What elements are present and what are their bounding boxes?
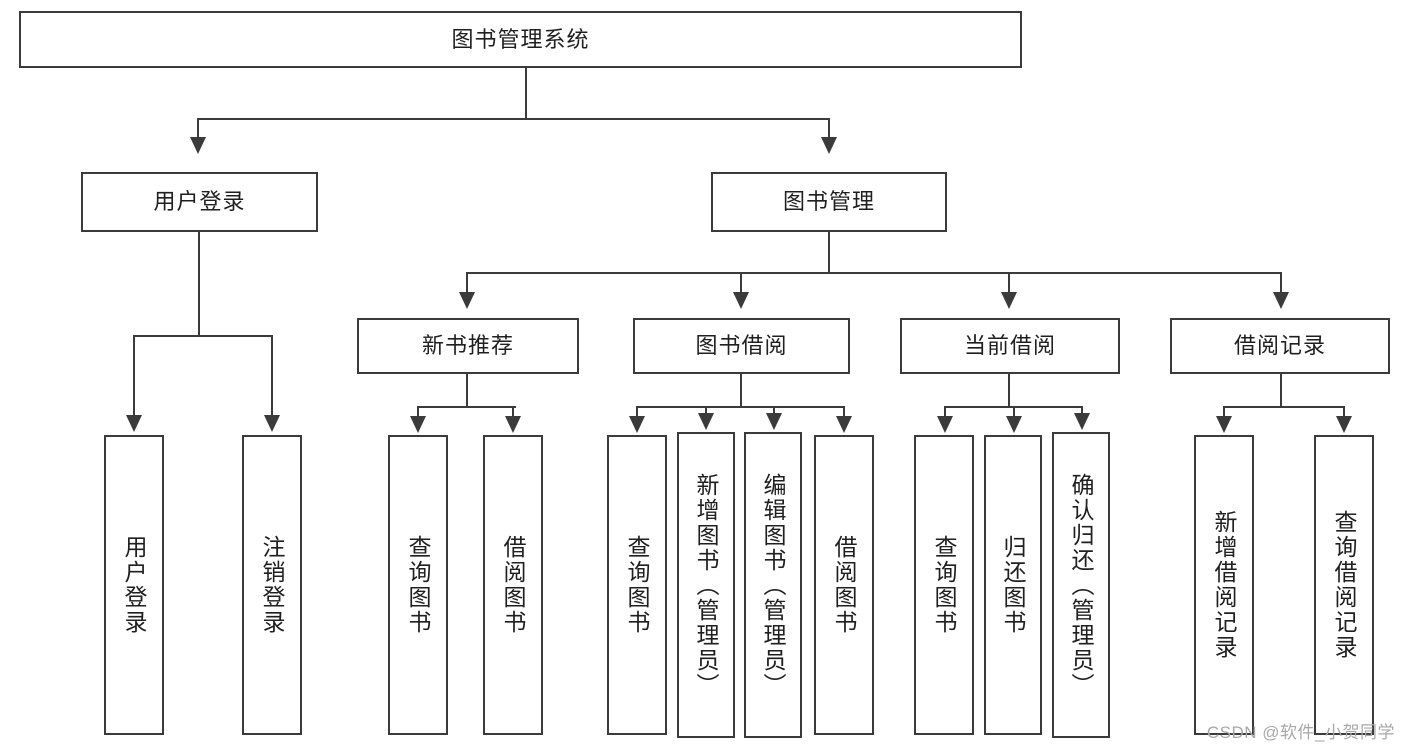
- node-label: 注销登录: [259, 535, 286, 635]
- node-label: 编辑图书（管理员）: [760, 472, 787, 698]
- node-leaf-query-book-current[interactable]: 查询图书: [914, 435, 974, 735]
- node-label: 查询图书: [405, 535, 432, 635]
- connector-bm-to-new-books: [466, 272, 468, 294]
- node-book-borrow[interactable]: 图书借阅: [633, 318, 850, 374]
- connector-root-to-book-management: [828, 118, 830, 139]
- node-label: 查询图书: [931, 535, 958, 635]
- connector-records-stem: [1280, 374, 1282, 408]
- connector-borrow-c4: [843, 406, 845, 418]
- node-label: 查询借阅记录: [1331, 510, 1358, 660]
- node-borrow-records[interactable]: 借阅记录: [1170, 318, 1390, 374]
- node-leaf-confirm-return-admin[interactable]: 确认归还（管理员）: [1052, 432, 1110, 738]
- node-label: 图书借阅: [695, 333, 788, 358]
- arrow-to-new-books: [459, 292, 475, 309]
- arrow-newbooks-borrow-book: [505, 416, 521, 433]
- connector-user-login-stem: [198, 232, 200, 336]
- connector-book-management-stem: [828, 232, 830, 274]
- arrow-to-current: [1001, 292, 1017, 309]
- arrow-records-query-record: [1336, 416, 1352, 433]
- connector-records-right: [1343, 406, 1345, 418]
- connector-borrow-c3: [773, 406, 775, 416]
- node-label: 用户登录: [153, 189, 246, 214]
- connector-current-c2: [1013, 406, 1015, 418]
- node-current-borrow[interactable]: 当前借阅: [900, 318, 1120, 374]
- arrow-newbooks-query-book: [410, 416, 426, 433]
- connector-borrow-stem: [740, 374, 742, 408]
- node-leaf-borrow-book-newbooks[interactable]: 借阅图书: [483, 435, 543, 735]
- connector-root-to-user-login: [197, 118, 199, 139]
- node-leaf-user-login[interactable]: 用户登录: [104, 435, 164, 735]
- connector-book-management-bar: [466, 272, 1280, 274]
- node-leaf-logout[interactable]: 注销登录: [242, 435, 302, 735]
- arrow-borrow-add-book: [698, 413, 714, 430]
- arrow-borrow-borrow-book: [836, 416, 852, 433]
- node-label: 新增图书（管理员）: [693, 472, 720, 698]
- connector-user-login-left: [133, 335, 135, 417]
- connector-root-stem: [525, 68, 527, 119]
- connector-bm-to-borrow: [740, 272, 742, 294]
- arrow-current-confirm-return: [1074, 413, 1090, 430]
- arrow-root-to-book-management: [821, 137, 837, 154]
- arrow-records-add-record: [1216, 416, 1232, 433]
- node-label: 借阅图书: [500, 535, 527, 635]
- arrow-current-return-book: [1006, 416, 1022, 433]
- node-leaf-query-borrow-record[interactable]: 查询借阅记录: [1314, 435, 1374, 735]
- connector-current-stem: [1008, 374, 1010, 408]
- connector-newbooks-stem: [466, 374, 468, 408]
- node-label: 新书推荐: [421, 333, 514, 358]
- node-book-management[interactable]: 图书管理: [711, 172, 947, 232]
- node-label: 查询图书: [624, 535, 651, 635]
- connector-current-c1: [944, 406, 946, 418]
- connector-current-c3: [1081, 406, 1083, 416]
- connector-borrow-bar: [636, 406, 845, 408]
- node-label: 图书管理: [782, 189, 875, 214]
- connector-bm-to-current: [1008, 272, 1010, 294]
- node-label: 用户登录: [121, 535, 148, 635]
- node-leaf-return-book[interactable]: 归还图书: [984, 435, 1042, 735]
- arrow-to-leaf-user-login: [126, 415, 142, 432]
- connector-newbooks-left: [417, 406, 419, 418]
- arrow-to-leaf-logout: [264, 415, 280, 432]
- node-label: 当前借阅: [963, 333, 1056, 358]
- node-leaf-borrow-book-borrow[interactable]: 借阅图书: [814, 435, 874, 735]
- node-leaf-add-borrow-record[interactable]: 新增借阅记录: [1194, 435, 1254, 735]
- node-label: 借阅图书: [831, 535, 858, 635]
- connector-records-bar: [1223, 406, 1344, 408]
- connector-user-login-right: [271, 335, 273, 417]
- node-new-book-recommendation[interactable]: 新书推荐: [357, 318, 579, 374]
- connector-user-login-bar: [133, 335, 272, 337]
- connector-borrow-c1: [636, 406, 638, 418]
- arrow-to-records: [1273, 292, 1289, 309]
- arrow-borrow-query-book: [629, 416, 645, 433]
- node-label: 归还图书: [1000, 535, 1027, 635]
- arrow-root-to-user-login: [190, 137, 206, 154]
- node-label: 借阅记录: [1233, 333, 1326, 358]
- watermark-text: CSDN @软件_小贺同学: [1206, 723, 1395, 742]
- connector-bm-to-records: [1280, 272, 1282, 294]
- connector-records-left: [1223, 406, 1225, 418]
- node-leaf-edit-book-admin[interactable]: 编辑图书（管理员）: [744, 432, 802, 738]
- node-root-book-management-system[interactable]: 图书管理系统: [19, 11, 1022, 68]
- node-label: 新增借阅记录: [1211, 510, 1238, 660]
- arrow-to-borrow: [733, 292, 749, 309]
- connector-root-bar: [197, 118, 829, 120]
- connector-borrow-c2: [705, 406, 707, 416]
- node-label: 图书管理系统: [451, 26, 590, 52]
- connector-newbooks-right: [512, 406, 514, 418]
- arrow-borrow-edit-book: [766, 413, 782, 430]
- node-label: 确认归还（管理员）: [1068, 472, 1095, 698]
- connector-newbooks-bar: [417, 406, 516, 408]
- node-leaf-add-book-admin[interactable]: 新增图书（管理员）: [677, 432, 735, 738]
- node-user-login[interactable]: 用户登录: [81, 172, 318, 232]
- node-leaf-query-book-newbooks[interactable]: 查询图书: [388, 435, 448, 735]
- node-leaf-query-book-borrow[interactable]: 查询图书: [607, 435, 667, 735]
- arrow-current-query-book: [937, 416, 953, 433]
